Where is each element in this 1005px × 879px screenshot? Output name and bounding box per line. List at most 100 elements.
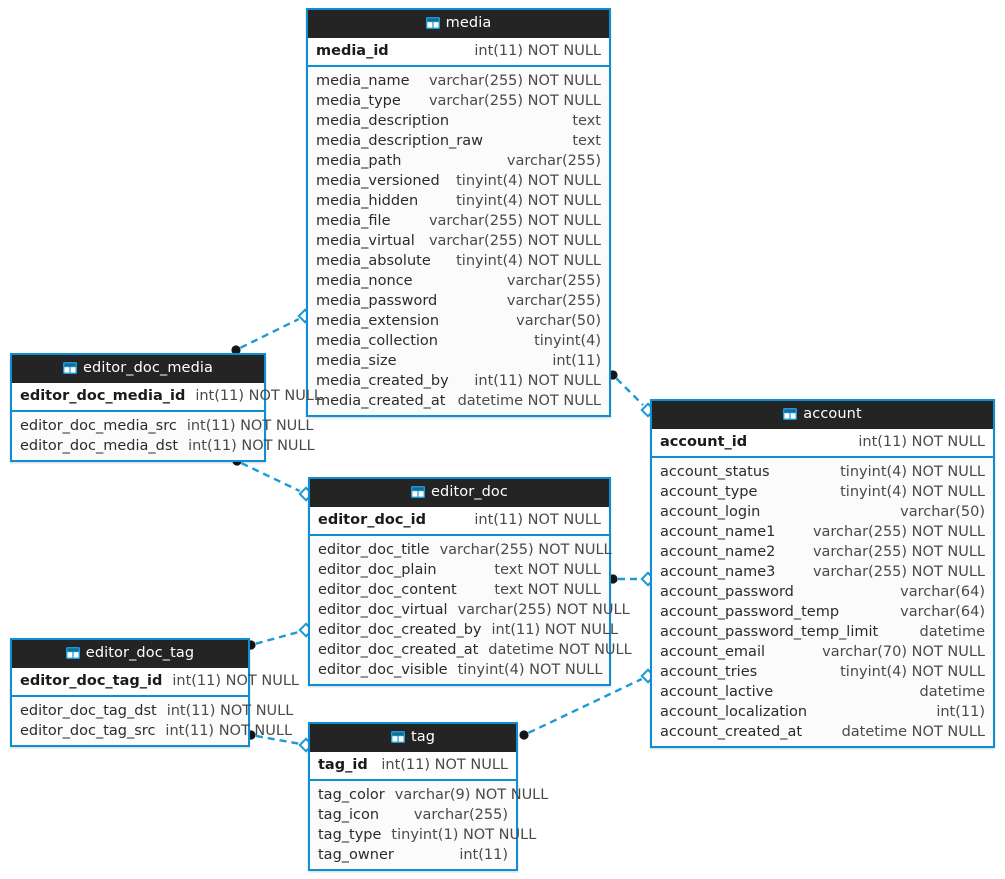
table-icon <box>411 486 425 499</box>
field-name: media_name <box>316 72 410 89</box>
field-type: int(11) NOT NULL <box>858 433 985 450</box>
entity-header-editor_doc_media[interactable]: editor_doc_media <box>12 355 264 383</box>
field-type: varchar(255) <box>506 272 601 289</box>
field-type: int(11) NOT NULL <box>195 387 322 404</box>
field-name: tag_icon <box>318 806 380 823</box>
field-name: editor_doc_title <box>318 541 430 558</box>
field-type: datetime <box>919 683 985 700</box>
field-name: editor_doc_plain <box>318 561 437 578</box>
field-type: tinyint(4) <box>534 332 601 349</box>
field-name: editor_doc_created_at <box>318 641 479 658</box>
field-type: text <box>572 112 601 129</box>
field-row[interactable]: media_collection tinyint(4) <box>308 331 609 351</box>
field-row[interactable]: account_login varchar(50) <box>652 502 993 522</box>
entity-header-editor_doc[interactable]: editor_doc <box>310 479 609 507</box>
field-type: varchar(255) <box>506 152 601 169</box>
field-name: media_description <box>316 112 450 129</box>
field-name: account_created_at <box>660 723 803 740</box>
field-type: varchar(255) NOT NULL <box>812 523 985 540</box>
field-row[interactable]: account_name1 varchar(255) NOT NULL <box>652 522 993 542</box>
entity-header-account[interactable]: account <box>652 401 993 429</box>
relation-editor_doc_tag-to-editor_doc <box>246 622 314 650</box>
field-name: account_login <box>660 503 761 520</box>
field-name: media_collection <box>316 332 438 349</box>
entity-header-tag[interactable]: tag <box>310 724 516 752</box>
field-type: varchar(70) NOT NULL <box>822 643 985 660</box>
table-icon <box>65 647 80 660</box>
entity-header-editor_doc_tag[interactable]: editor_doc_tag <box>12 640 248 668</box>
table-icon <box>783 408 798 421</box>
entity-title: editor_doc <box>431 484 508 500</box>
field-name: account_name3 <box>660 563 776 580</box>
field-row[interactable]: media_virtual varchar(255) NOT NULL <box>308 231 609 251</box>
field-row[interactable]: media_description text <box>308 111 609 131</box>
field-type: varchar(255) NOT NULL <box>428 212 601 229</box>
field-type: int(11) NOT NULL <box>474 42 601 59</box>
entity-header-media[interactable]: media <box>308 10 609 38</box>
field-name: media_type <box>316 92 401 109</box>
table-icon <box>63 362 77 375</box>
field-type: varchar(50) <box>900 503 985 520</box>
field-type: varchar(255) NOT NULL <box>428 232 601 249</box>
field-type: int(11) NOT NULL <box>188 437 315 454</box>
field-name: media_virtual <box>316 232 415 249</box>
field-name: editor_doc_id <box>318 511 427 528</box>
field-name: account_name1 <box>660 523 776 540</box>
